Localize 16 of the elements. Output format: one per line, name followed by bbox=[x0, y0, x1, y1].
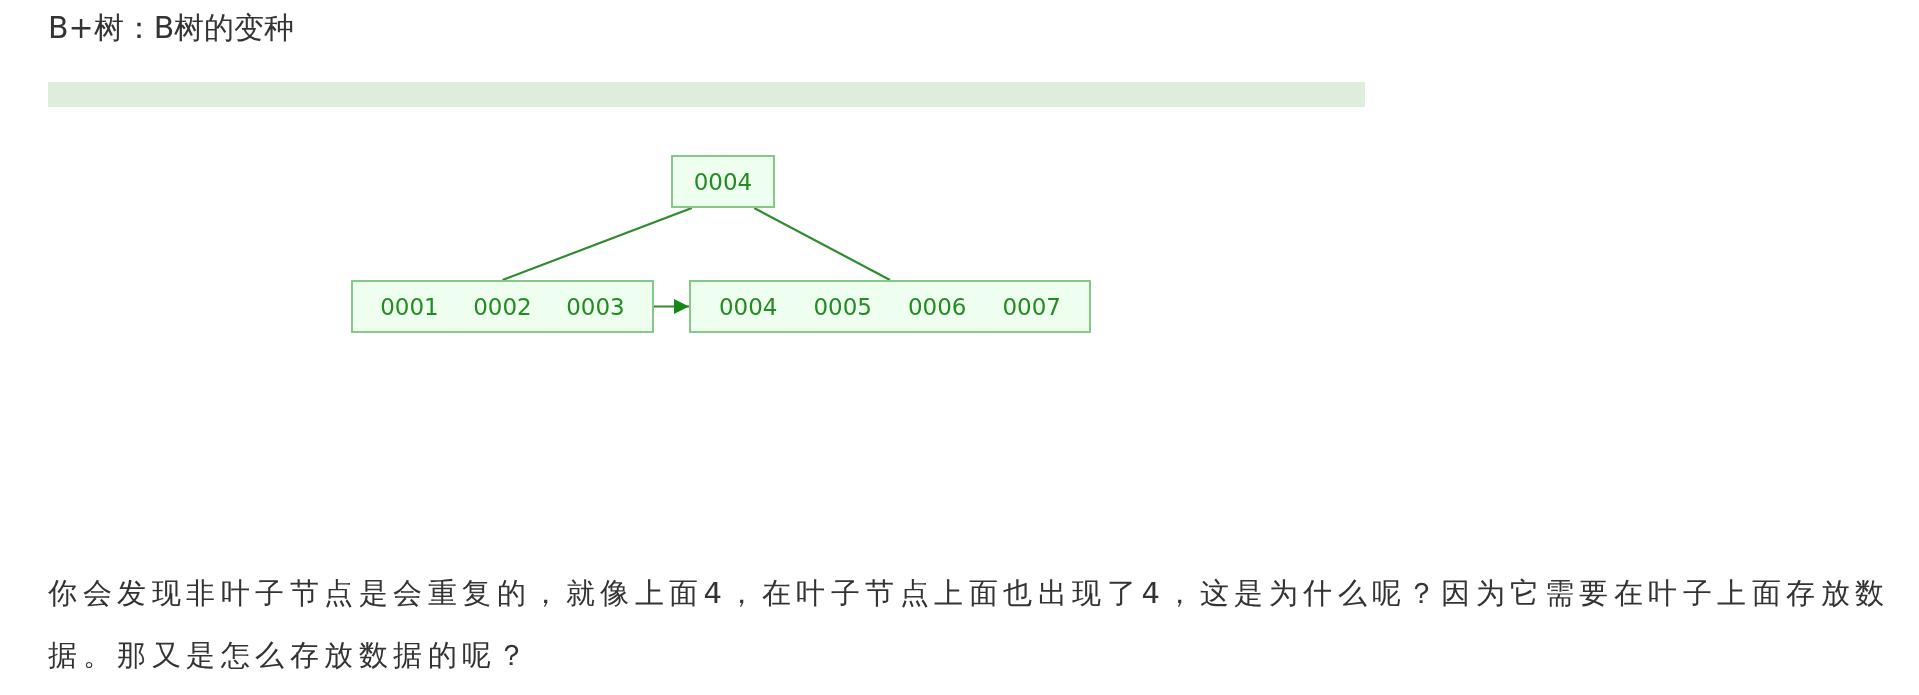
key-value: 0004 bbox=[718, 293, 778, 320]
key-value: 0004 bbox=[693, 168, 753, 195]
key-value: 0003 bbox=[566, 293, 625, 320]
paragraph: 你会发现非叶子节点是会重复的，就像上面4，在叶子节点上面也出现了4，这是为什么呢？因为它需要在叶子上面存放数据。那又是怎么存放数据的呢？ bbox=[48, 575, 1891, 674]
tree-node bbox=[671, 155, 775, 208]
heading: B+树：B树的变种 bbox=[48, 9, 295, 47]
key-value: 0002 bbox=[473, 293, 532, 320]
tree-link bbox=[753, 207, 891, 281]
tree-node bbox=[689, 280, 1091, 333]
tree-link bbox=[502, 206, 693, 282]
tree-node bbox=[351, 280, 654, 333]
key-value: 0005 bbox=[813, 293, 872, 320]
key-value: 0001 bbox=[380, 293, 439, 320]
key-value: 0006 bbox=[907, 293, 967, 320]
key-value: 0007 bbox=[1002, 293, 1061, 320]
arrow bbox=[654, 298, 689, 315]
